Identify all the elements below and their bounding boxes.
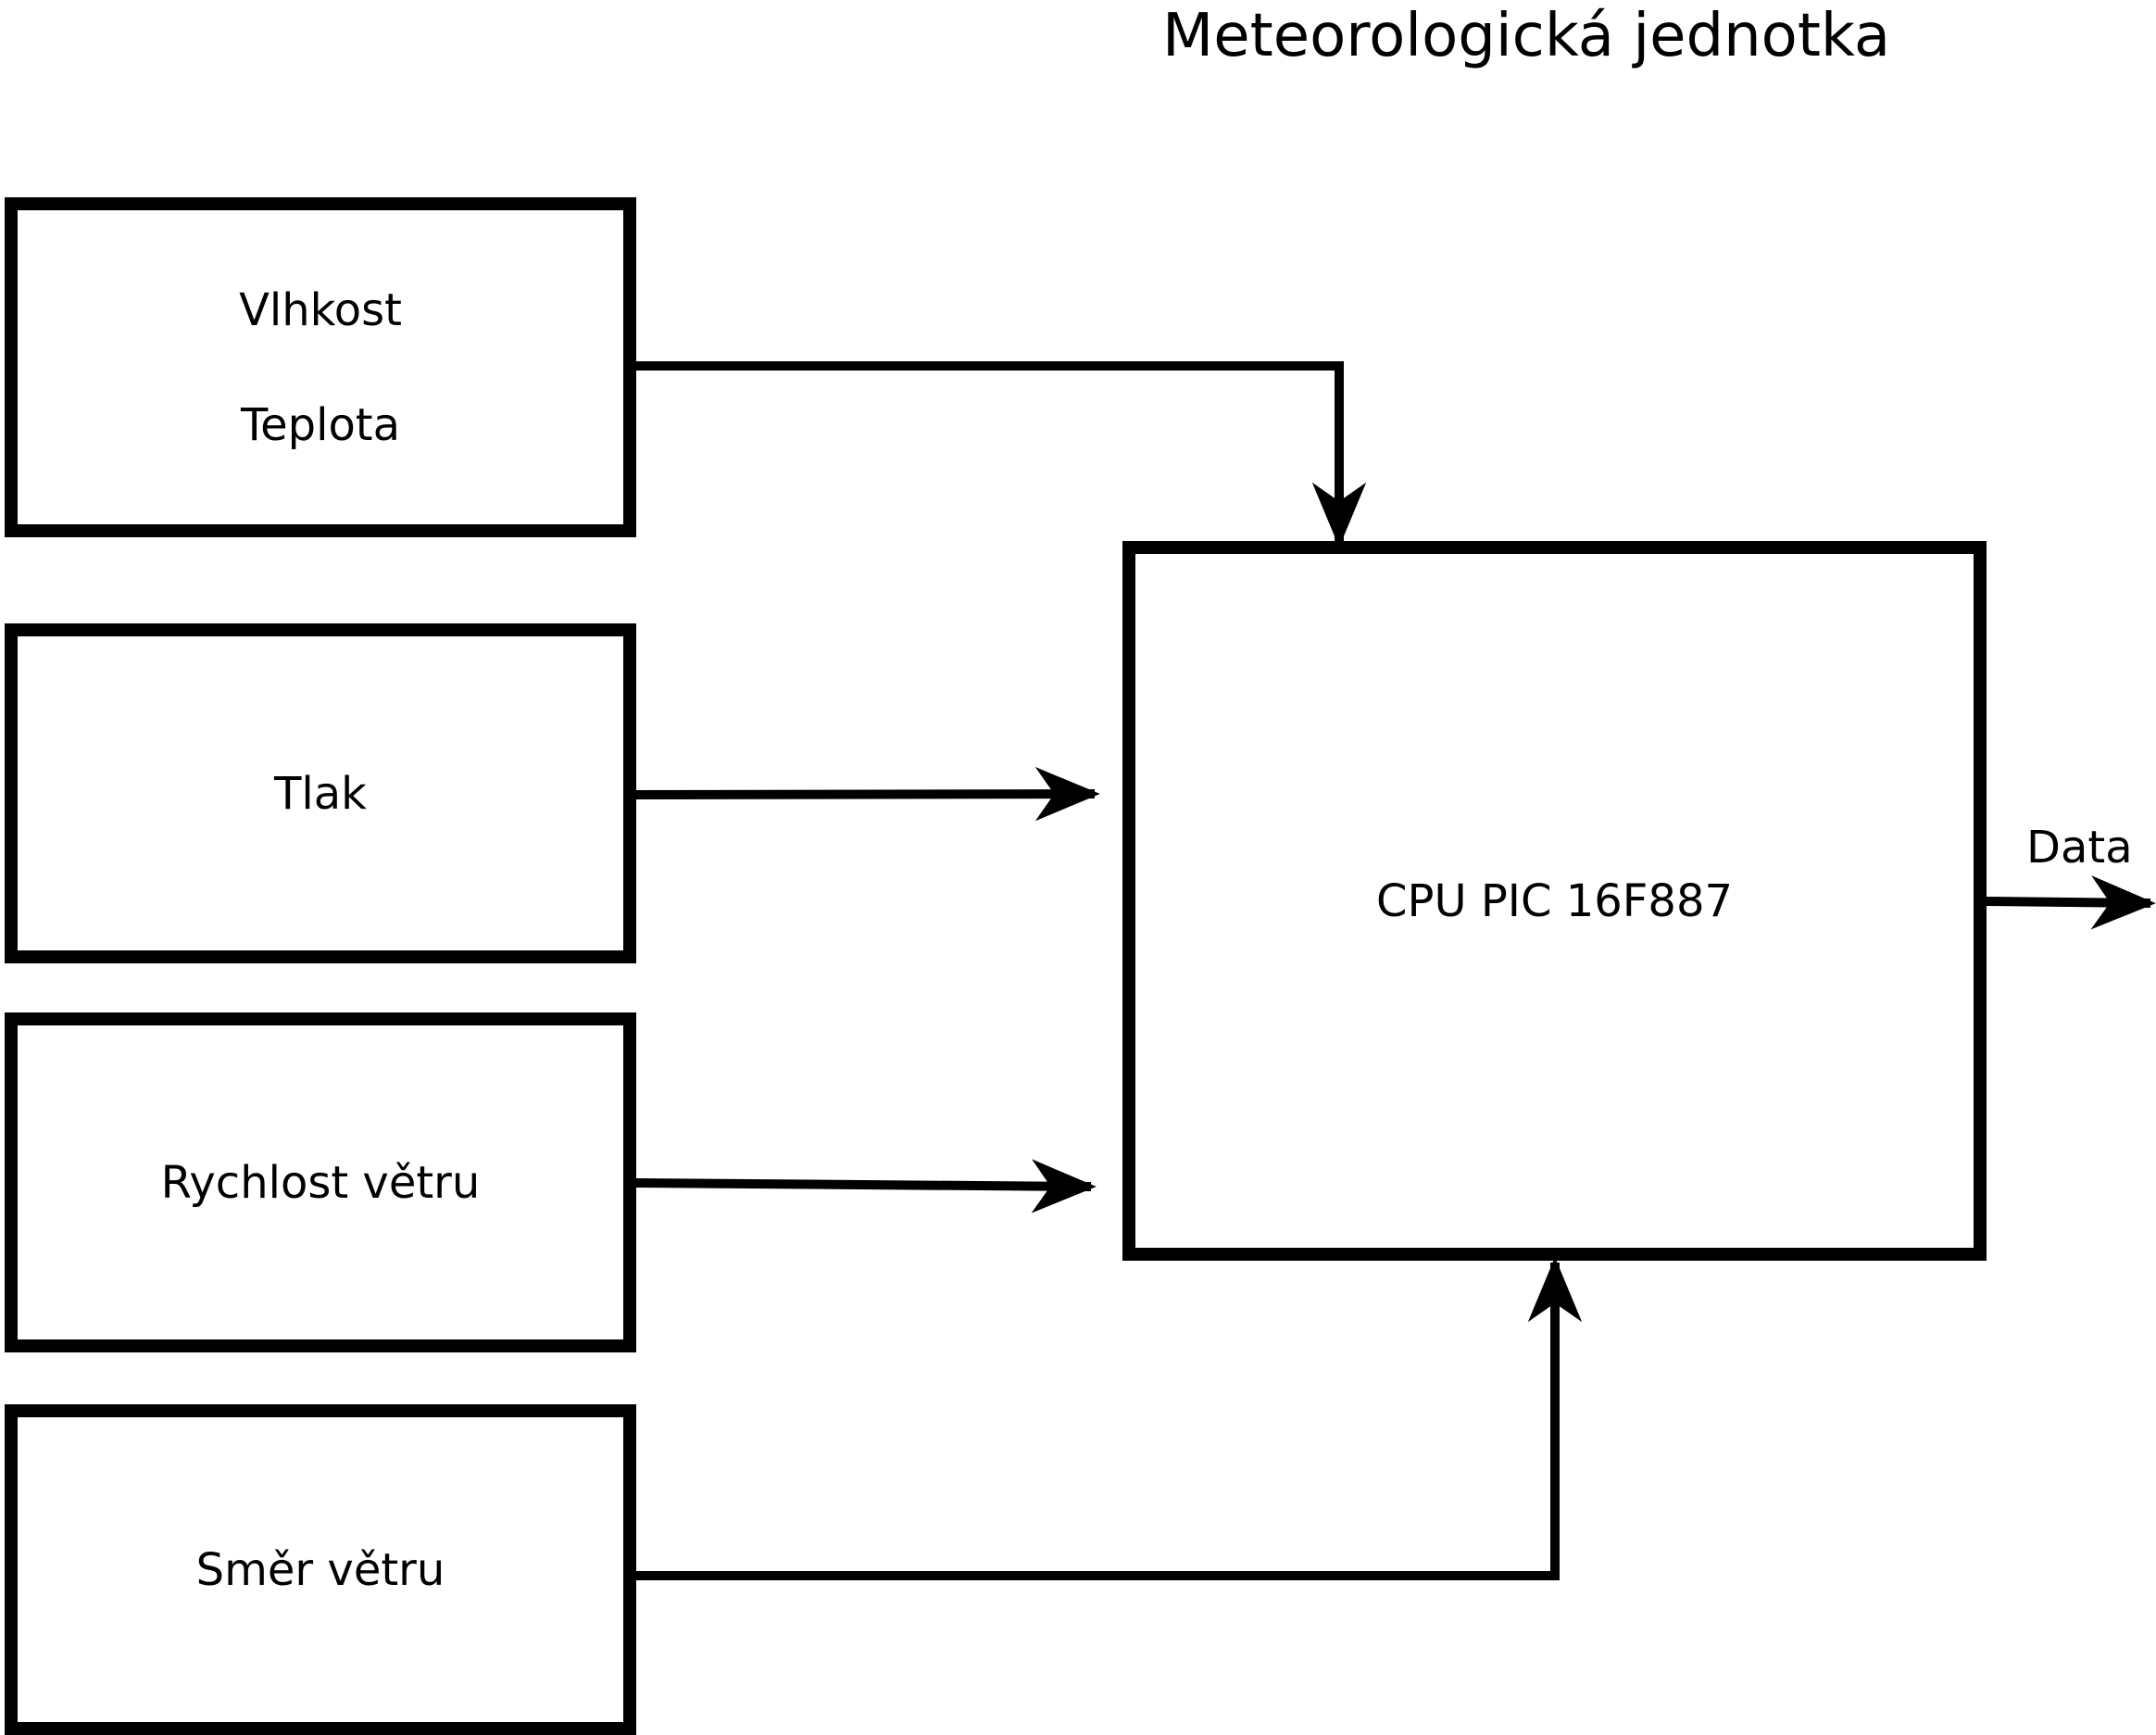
block-humidity-temperature-label: Vlhkost Teplota — [239, 224, 402, 511]
cpu-label: CPU PIC 16F887 — [1375, 874, 1734, 927]
arrow-pressure-to-cpu — [635, 766, 1100, 822]
pressure-label: Tlak — [274, 767, 367, 820]
wind-speed-label: Rychlost větru — [160, 1156, 481, 1209]
block-humidity-temperature: Vlhkost Teplota — [5, 197, 636, 537]
humidity-label: Vlhkost — [239, 283, 402, 336]
diagram-title: Meteorologická jednotka — [1162, 2, 1891, 70]
block-cpu: CPU PIC 16F887 — [1122, 541, 1987, 1261]
wind-direction-label: Směr větru — [195, 1543, 445, 1596]
block-wind-speed: Rychlost větru — [5, 1012, 636, 1352]
arrow-winddirection-to-cpu — [636, 1257, 1583, 1580]
data-output-label: Data — [2026, 822, 2133, 874]
temperature-label: Teplota — [240, 398, 401, 451]
arrow-windspeed-to-cpu — [635, 1159, 1097, 1213]
block-wind-direction: Směr větru — [5, 1404, 636, 1735]
arrow-cpu-to-data — [1986, 875, 2156, 930]
arrow-humidity-to-cpu — [636, 361, 1367, 547]
block-pressure: Tlak — [5, 623, 636, 963]
